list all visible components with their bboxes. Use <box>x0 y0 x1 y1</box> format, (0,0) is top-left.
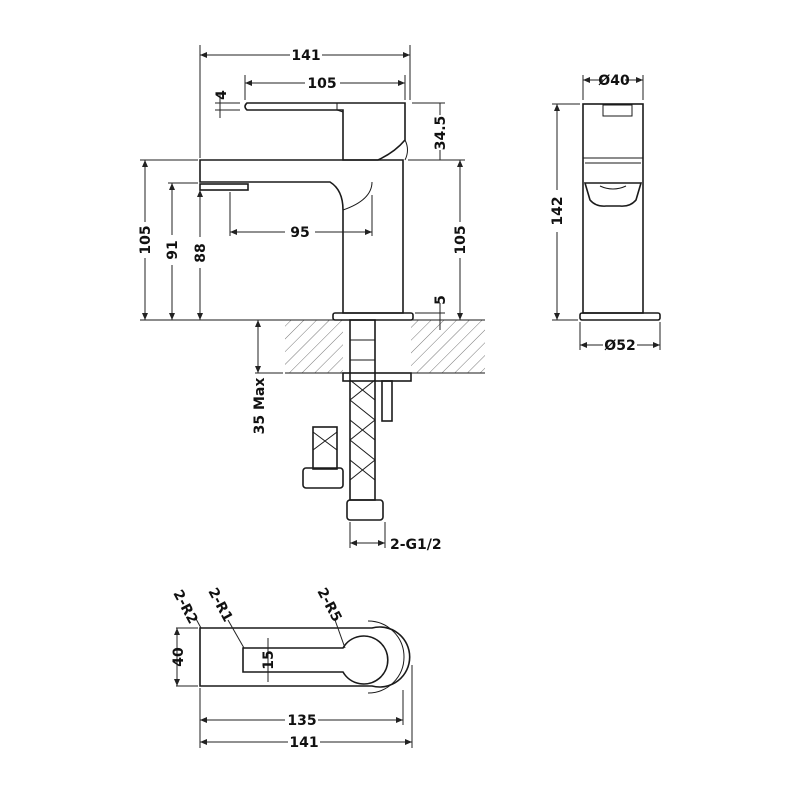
dim-base-diameter: Ø52 <box>604 338 635 354</box>
dim-spout-top-height: 105 <box>138 225 154 254</box>
hose-nut <box>346 499 384 521</box>
dim-slot-width: 15 <box>261 650 277 669</box>
label-r2: 2-R2 <box>169 587 200 626</box>
dim-top-lever-length: 135 <box>287 713 316 729</box>
dim-lever-thickness: 4 <box>214 90 230 100</box>
dim-body-height: 105 <box>453 225 469 254</box>
dim-spout-reach: 95 <box>290 225 309 241</box>
dim-body-diameter: Ø40 <box>598 73 630 89</box>
dim-handle-height: 34.5 <box>433 116 449 151</box>
dim-top-width: 40 <box>171 647 187 667</box>
top-view: 40 15 135 141 2-R2 2-R1 2-R5 <box>169 585 413 751</box>
side-view: 141 105 4 34.5 105 91 88 95 105 <box>138 45 485 553</box>
dim-lever-length: 105 <box>307 76 336 92</box>
dim-outlet-height: 88 <box>193 243 209 262</box>
dim-base-thickness: 5 <box>433 295 449 305</box>
dim-total-height: 142 <box>550 196 566 225</box>
dim-spout-height: 91 <box>165 240 181 259</box>
dim-top-overall-length: 141 <box>289 735 318 751</box>
front-view: Ø40 142 Ø52 <box>550 73 661 354</box>
dim-connection: 2-G1/2 <box>390 537 442 553</box>
aerator <box>199 183 249 191</box>
dim-overall-length: 141 <box>291 48 320 64</box>
base-plate <box>332 312 414 321</box>
label-r1: 2-R1 <box>204 585 235 624</box>
spare-hose-nut <box>302 467 344 489</box>
label-r5: 2-R5 <box>313 585 344 624</box>
lever-handle <box>244 102 406 161</box>
dim-max-counter-thickness: 35 Max <box>252 378 268 435</box>
lower-nut-plate <box>342 372 412 382</box>
